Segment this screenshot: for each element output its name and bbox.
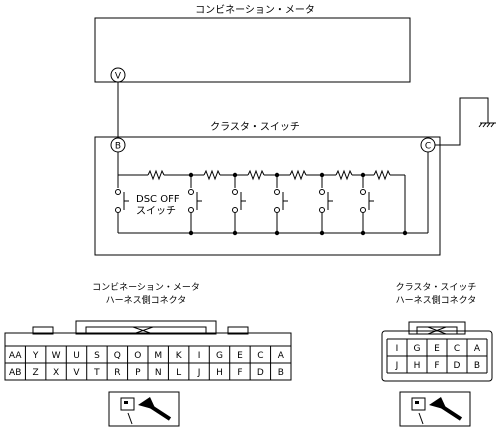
meter-box [94,17,411,83]
switch-connector-title-1: クラスタ・スイッチ [396,282,477,293]
connector-pin-label: I [396,344,399,354]
connector-pin-label: K [176,351,183,361]
connector-pin-label: J [395,361,399,371]
connector-pin-label: P [135,368,141,378]
connector-pin-label: H [414,361,421,371]
switch-title: クラスタ・スイッチ [210,121,300,133]
meter-connector-pins: AA Y W U S Q O M K I G E C A AB Z X V T R P N L J H F D B [9,346,285,380]
connector-pin-label: C [257,351,263,361]
connector-pin-label: A [278,351,285,361]
meter-connector-title-2: ハーネス側コネクタ [106,294,187,306]
switch-box [94,136,441,256]
connector-pin-label: D [454,361,461,371]
connector-pin-label: I [198,351,201,361]
meter-connector-title-1: コンビネーション・メータ [92,282,200,293]
dsc-off-label-2: スイッチ [136,205,176,217]
connector-pin-label: M [154,351,162,361]
svg-text:B: B [115,142,121,152]
connector-pin-label: X [53,368,59,378]
connector-pin-label: Q [114,351,121,361]
switch-terminal-b: B [110,137,126,153]
svg-text:V: V [115,72,122,82]
connector-pin-label: AB [9,368,21,378]
connector-pin-label: W [52,351,61,361]
connector-pin-label: B [474,361,480,371]
meter-title: コンビネーション・メータ [195,4,315,16]
connector-pin-label: G [414,344,421,354]
meter-view-icon [108,391,180,427]
connector-pin-label: R [114,368,120,378]
dsc-off-label-1: DSC OFF [136,194,180,205]
connector-pin-label: Z [33,368,39,378]
connector-pin-label: V [73,368,80,378]
connector-pin-label: U [73,351,80,361]
connector-pin-label: N [155,368,162,378]
switch-connector-pins: I G E C A J H F D B [395,339,481,373]
connector-pin-label: S [94,351,100,361]
switch-connector-shell [381,321,493,382]
connector-pin-label: A [474,344,481,354]
meter-terminal-v: V [110,67,126,83]
connector-pin-label: O [134,351,141,361]
connector-pin-label: D [257,368,264,378]
connector-pin-label: H [216,368,223,378]
connector-pin-label: E [434,344,440,354]
connector-pin-label: F [237,368,242,378]
svg-text:C: C [425,142,431,152]
wire-c-to-ground [435,97,489,146]
connector-pin-label: F [434,361,439,371]
switch-internal-circuit [115,152,429,236]
connector-pin-label: E [237,351,243,361]
connector-pin-label: G [216,351,223,361]
connector-pin-label: B [278,368,284,378]
switch-view-icon [399,391,471,427]
connector-pin-label: T [93,368,100,378]
connector-pin-label: C [454,344,460,354]
switch-terminal-c: C [420,137,436,153]
connector-pin-label: Y [32,351,39,361]
connector-pin-label: L [176,368,181,378]
connector-pin-label: J [197,368,201,378]
ground-symbol-icon [478,122,496,128]
connector-pin-label: AA [9,351,22,361]
switch-connector-title-2: ハーネス側コネクタ [396,294,477,306]
